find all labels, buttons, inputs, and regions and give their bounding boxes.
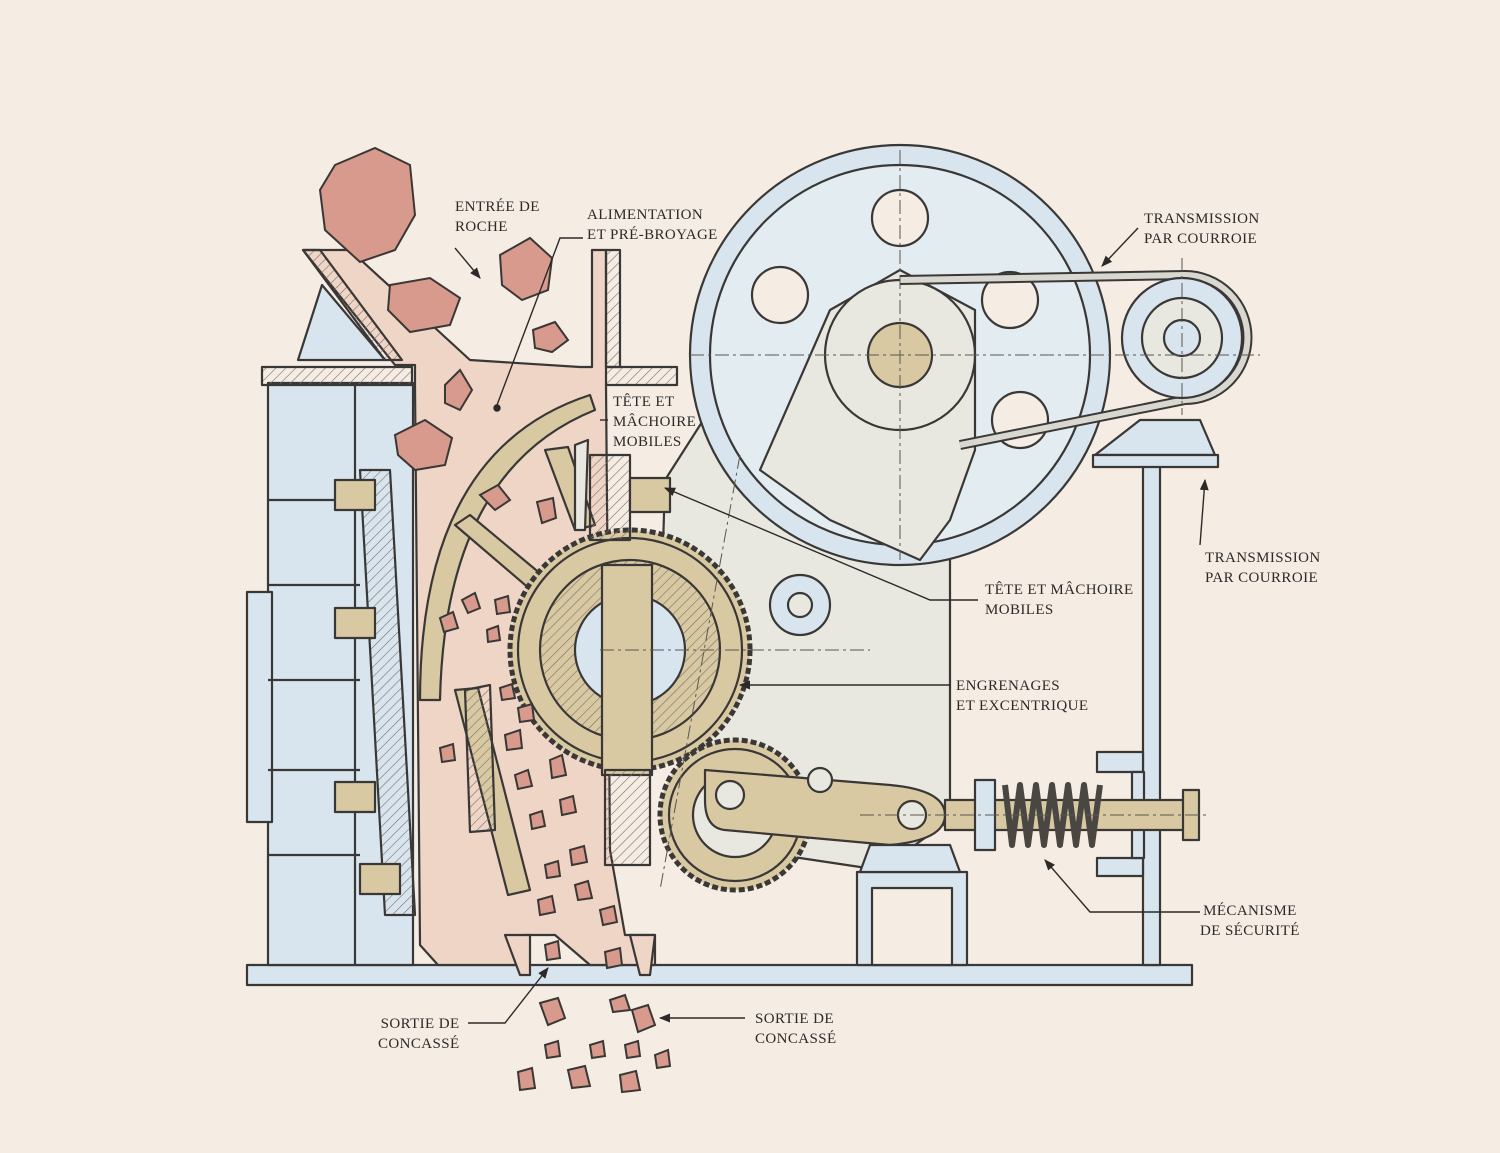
rock [478,483,512,512]
fixed-jaw-plate [333,468,417,917]
leader-feed [496,237,583,406]
rock [618,1069,642,1094]
rock [498,682,517,702]
rock [531,320,570,354]
center-lines [600,150,1260,891]
rock [493,594,512,616]
leader-safety [1044,859,1200,913]
leader-output-left [468,967,549,1024]
leader-belt-top [1101,227,1139,267]
rock [543,859,562,880]
rock [588,1039,607,1060]
leader-belt-side [1199,478,1209,546]
rock [438,742,457,764]
rock [503,728,524,752]
rock [623,1039,642,1060]
rock [386,276,462,334]
rock [598,904,619,927]
rock [538,996,567,1027]
rock [528,809,547,831]
rock [485,624,502,644]
rock [438,610,460,634]
rock [516,1066,537,1092]
rock [460,591,482,615]
rock [444,368,474,412]
rock [603,946,624,970]
large-rock [318,146,417,264]
rock [573,879,594,902]
rock [566,1064,592,1090]
toggle-link [703,766,962,874]
rock [393,418,454,472]
rock [558,794,578,817]
leader-moving-head-right [663,487,978,601]
rock [536,894,557,917]
rock [653,1048,672,1070]
rock [543,1039,562,1060]
rock [516,702,536,724]
leader-rock-inlet [454,247,481,279]
rock [568,844,589,867]
rock [608,993,632,1014]
rock [513,768,534,791]
curved-guide-plate [418,393,597,702]
rock [548,753,568,780]
rocks [318,146,672,1094]
rock [543,939,562,962]
rock [535,496,558,525]
belt-drive [899,270,1253,469]
leader-lines [454,227,1209,1024]
rock [630,1003,657,1034]
rock [498,236,554,302]
